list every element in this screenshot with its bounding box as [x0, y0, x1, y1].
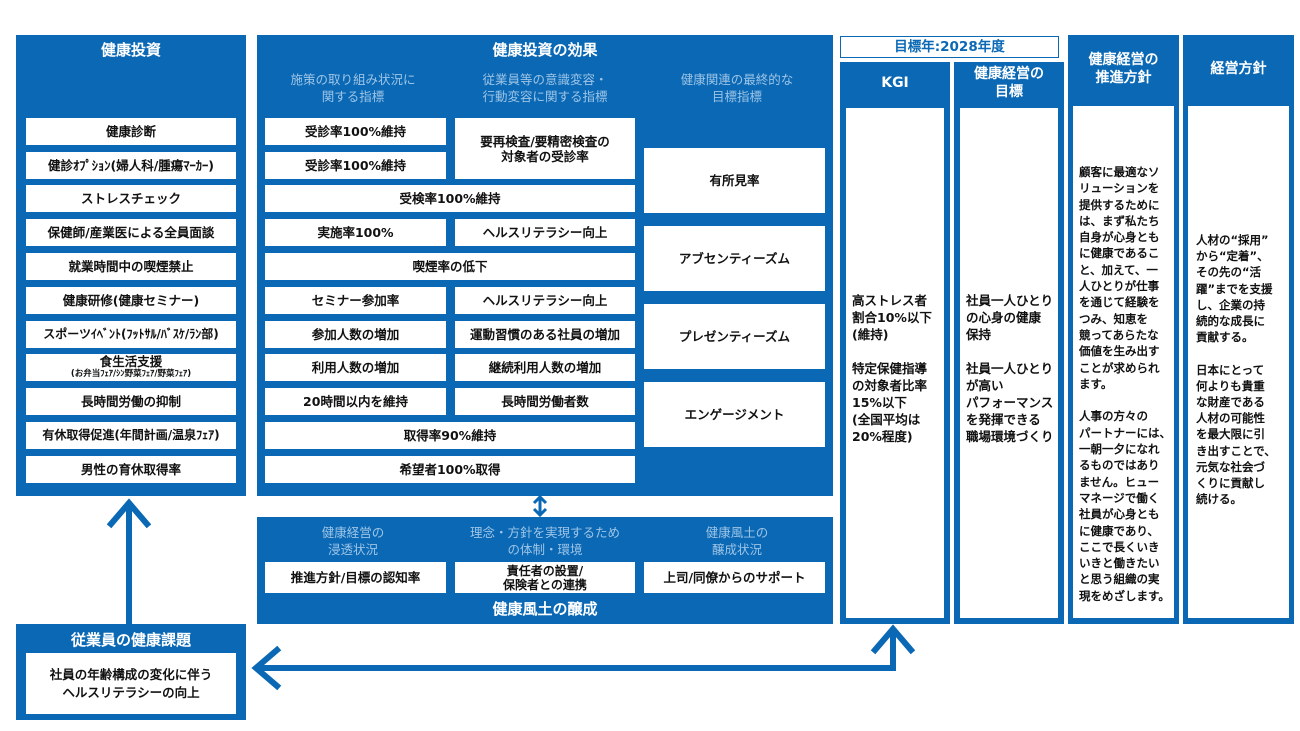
investment-item: 有休取得促進(年間計画/温泉ﾌｪｱ): [25, 421, 237, 450]
culture-box: 責任者の設置/ 保険者との連携: [454, 561, 636, 594]
investment-item-food-label: 食生活支援: [99, 353, 163, 369]
left-arrow-icon: [251, 645, 893, 691]
target-year-label: 目標年:2028年度: [840, 36, 1059, 58]
effect-box: 運動習慣のある社員の増加: [454, 320, 636, 349]
up-arrow-to-kgi-icon: [870, 624, 916, 671]
effect-box: 利用人数の増加: [264, 353, 447, 382]
investment-item: 男性の育休取得率: [25, 455, 237, 484]
effect-box: 取得率90%維持: [264, 421, 636, 450]
effect-box: ヘルスリテラシー向上: [454, 218, 636, 247]
effect-box: 継続利用人数の増加: [454, 353, 636, 382]
culture-box: 上司/同僚からのサポート: [643, 561, 826, 594]
effect-box: ヘルスリテラシー向上: [454, 286, 636, 315]
effect-box: 要再検査/要精密検査の 対象者の受診率: [454, 117, 636, 180]
culture-col-header-1: 健康経営の 浸透状況: [321, 525, 385, 557]
final-indicator: エンゲージメント: [643, 381, 826, 448]
up-arrow-icon: [106, 498, 152, 624]
culture-col-header-2: 理念・方針を実現するため の体制・環境: [469, 525, 620, 557]
investment-item: 健診ｵﾌﾟｼｮﾝ(婦人科/腫瘍ﾏｰｶｰ): [25, 151, 237, 180]
investment-item: ストレスチェック: [25, 184, 237, 213]
effects-title: 健康投資の効果: [492, 41, 598, 59]
policy-title: 健康経営の 推進方針: [1088, 52, 1159, 86]
goal-title: 健康経営の 目標: [974, 66, 1044, 100]
effect-box: 実施率100%: [264, 218, 447, 247]
culture-col-header-3: 健康風土の 醸成状況: [705, 525, 769, 557]
culture-box: 推進方針/目標の認知率: [264, 561, 447, 594]
investment-item: 健康研修(健康セミナー): [25, 286, 237, 315]
investment-item-food-sub: (お弁当ﾌｪｱ/ｼﾝ野菜ﾌｪｱ/野菜ﾌｪｱ): [70, 368, 192, 379]
investment-item: 長時間労働の抑制: [25, 387, 237, 416]
effect-box: 受診率100%維持: [264, 151, 447, 180]
effects-col-header-1: 施策の取り組み状況に 関する指標: [290, 72, 416, 104]
effect-box: 20時間以内を維持: [264, 387, 447, 416]
effect-box: 喫煙率の低下: [264, 252, 636, 281]
investment-item: 就業時間中の喫煙禁止: [25, 252, 237, 281]
effect-box: 希望者100%取得: [264, 455, 636, 484]
health-issue-text: 社員の年齢構成の変化に伴う ヘルスリテラシーの向上: [25, 652, 237, 715]
effect-box: 参加人数の増加: [264, 320, 447, 349]
final-indicator: 有所見率: [643, 147, 826, 214]
policy-text: 顧客に最適なソ リューションを 提供するために は、まず私たち 自身が心身とも …: [1072, 105, 1175, 619]
effect-box: 長時間労働者数: [454, 387, 636, 416]
goal-text: 社員一人ひとり の心身の健康 保持 社員一人ひとり が高い パフォーマンス を発…: [959, 107, 1059, 619]
kgi-title: KGI: [881, 75, 909, 91]
effects-col-header-3: 健康関連の最終的な 目標指標: [680, 72, 794, 104]
kgi-text: 高ストレス者 割合10%以下 (維持) 特定保健指導 の対象者比率 15%以下 …: [845, 107, 945, 619]
effect-box: 受診率100%維持: [264, 117, 447, 146]
effect-box: セミナー参加率: [264, 286, 447, 315]
investment-item: 健康診断: [25, 117, 237, 146]
double-arrow-icon: [532, 494, 548, 518]
effects-col-header-2: 従業員等の意識変容・ 行動変容に関する指標: [482, 72, 608, 104]
investment-item: 保健師/産業医による全員面談: [25, 218, 237, 247]
health-issue-title: 従業員の健康課題: [70, 631, 191, 649]
culture-title: 健康風土の醸成: [492, 600, 598, 618]
effect-box: 受検率100%維持: [264, 184, 636, 213]
investment-item-food: 食生活支援 (お弁当ﾌｪｱ/ｼﾝ野菜ﾌｪｱ/野菜ﾌｪｱ): [25, 353, 237, 382]
final-indicator: アブセンティーズム: [643, 225, 826, 292]
mgmt-title: 経営方針: [1210, 61, 1267, 77]
health-investment-title: 健康投資: [100, 41, 161, 59]
mgmt-text: 人材の“採用” から“定着”、 その先の“活 躍”までを支援 し、企業の持 続的…: [1187, 105, 1290, 619]
investment-item: スポーツｲﾍﾞﾝﾄ(ﾌｯﾄｻﾙ/ﾊﾞｽｹ/ﾗﾝ部): [25, 320, 237, 349]
final-indicator: プレゼンティーズム: [643, 303, 826, 370]
